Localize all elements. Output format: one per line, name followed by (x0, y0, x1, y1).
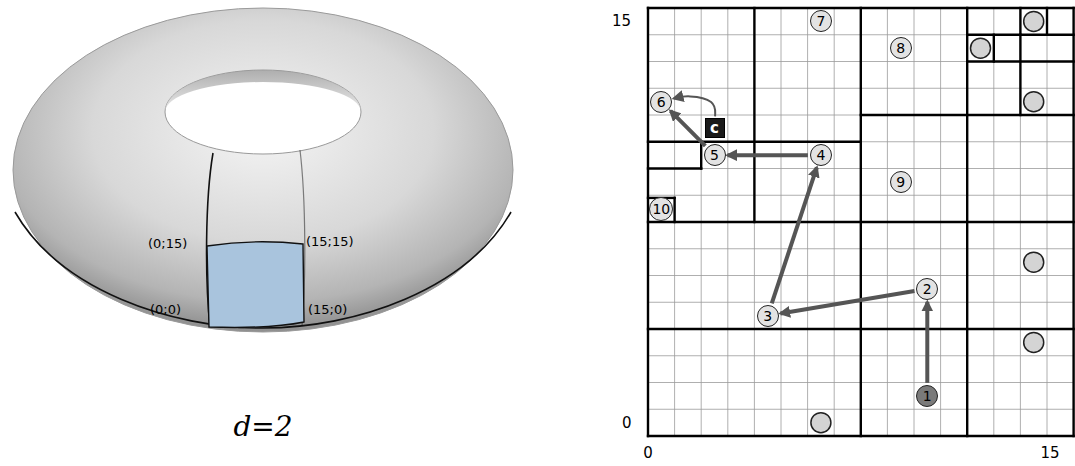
quadtree-boundary (1019, 8, 1021, 115)
node-label: 8 (896, 41, 905, 55)
quadtree-boundary (648, 167, 701, 169)
node-label: c (710, 121, 719, 136)
node-label: 9 (896, 175, 905, 189)
axis-label: 0 (643, 444, 653, 462)
torus (13, 8, 513, 332)
node-label: 10 (652, 202, 670, 216)
route-arrow (781, 291, 915, 313)
grid-line (648, 115, 1074, 116)
axis-label: 0 (622, 414, 632, 432)
quadtree-boundary (861, 114, 1074, 116)
coordinate-label: (15;15) (306, 234, 354, 249)
peer-circle (1024, 332, 1044, 352)
grid (648, 8, 1074, 436)
peer-node: 7 (810, 10, 832, 32)
peer-node: 8 (890, 37, 912, 59)
blue-patch (207, 242, 304, 328)
node-label: 3 (763, 309, 772, 323)
target-square: c (705, 118, 725, 138)
axis-label: 15 (612, 12, 631, 30)
peer-circle (971, 38, 991, 58)
peer-node: 1 (916, 385, 938, 407)
route-arrow (728, 153, 808, 157)
quadtree-boundary (753, 8, 755, 222)
peer-circle (811, 413, 831, 433)
coordinate-label: (0;0) (150, 302, 181, 317)
quadtree-boundary (967, 34, 1020, 36)
quadtree-boundary (993, 35, 995, 62)
route-arrow (772, 167, 817, 303)
node-label: 6 (657, 95, 666, 109)
coordinate-label: (0;15) (148, 236, 187, 251)
route-arrow (670, 111, 705, 146)
node-label: 5 (710, 148, 719, 162)
axis-label: 15 (1040, 444, 1059, 462)
node-label: 7 (816, 14, 825, 28)
coordinate-label: (15;0) (308, 302, 347, 317)
quadtree-boundary (700, 142, 702, 169)
grid-line (648, 329, 1074, 330)
peer-circle (1024, 252, 1044, 272)
peer-node: 9 (890, 171, 912, 193)
dimension-label: d=2 (233, 410, 292, 443)
quadtree-boundary (673, 198, 675, 222)
grid-line (648, 141, 1074, 142)
quadtree-boundary (1046, 8, 1048, 35)
peer-node: 6 (650, 91, 672, 113)
peer-node: 5 (704, 144, 726, 166)
node-label: 2 (923, 282, 932, 296)
peer-node: 4 (810, 144, 832, 166)
node-label: 4 (816, 148, 825, 162)
grid-line (674, 8, 675, 436)
quadtree-boundary (648, 141, 861, 143)
peer-node: 3 (757, 305, 779, 327)
peer-circle (1024, 11, 1044, 31)
route-arrow (674, 96, 715, 116)
route-arrow (925, 302, 929, 383)
quadtree-boundary (1020, 34, 1073, 36)
grid-line (648, 222, 1074, 223)
quadtree-boundary (648, 221, 1074, 223)
quadtree-boundary (648, 328, 1074, 330)
peer-node: 2 (916, 278, 938, 300)
peer-circle (1024, 92, 1044, 112)
node-label: 1 (923, 389, 932, 403)
peer-node: 10 (649, 197, 673, 221)
